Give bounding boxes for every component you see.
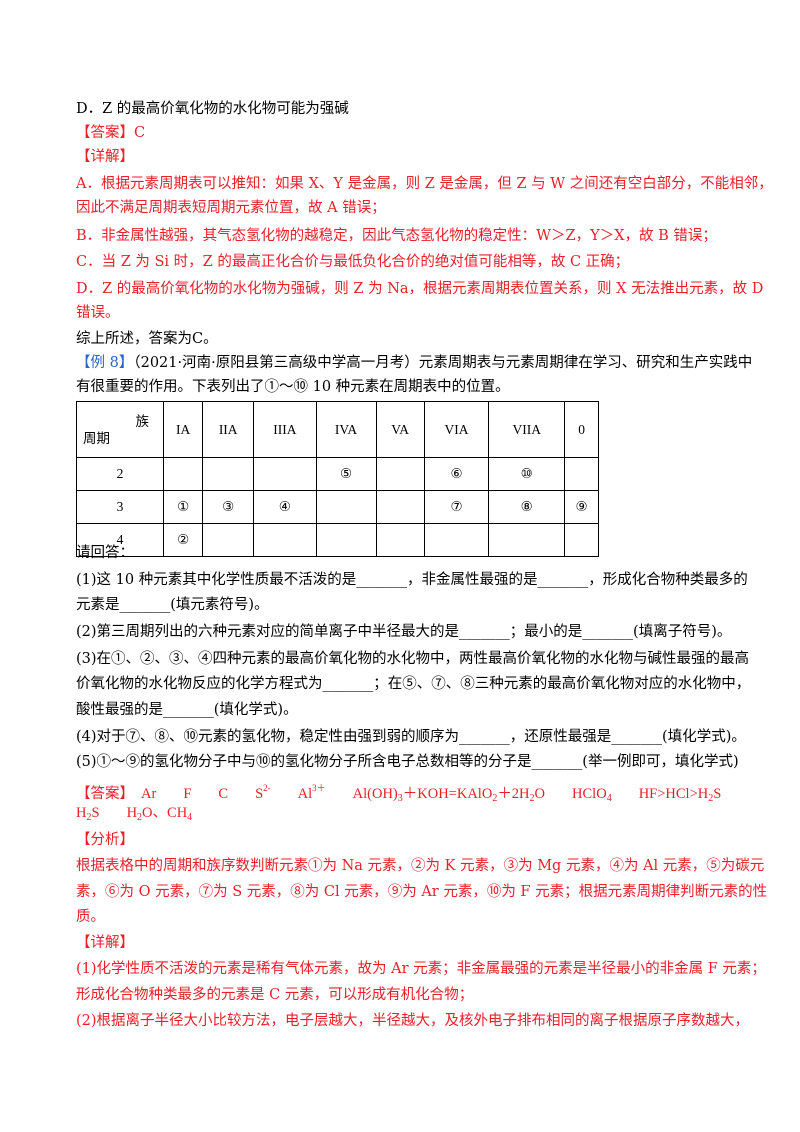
table-cell: ④ (253, 490, 317, 524)
question-1-line1: (1)这 10 种元素其中化学性质最不活泼的是_______，非金属性最强的是_… (76, 572, 748, 588)
table-cell: ③ (202, 490, 255, 524)
table-cell: ⑩ (488, 457, 566, 491)
group-header: 0 (564, 401, 599, 458)
answer-label: 【答案】 (76, 786, 134, 802)
question-3-line3: 酸性最强的是_______(填化学式)。 (76, 702, 298, 718)
explanation-b: B．非金属性越强，其气态氢化物的越稳定，因此气态氢化物的稳定性：W＞Z，Y＞X，… (76, 228, 717, 244)
table-cell: ⑥ (423, 457, 490, 491)
table-header-row: 族 周期 IA IIA IIIA IVA VA VIA VIIA 0 (76, 401, 599, 458)
group-header: VA (375, 401, 425, 458)
group-header: VIIA (488, 401, 566, 458)
answer-value: Ar (141, 786, 157, 802)
group-header: IIA (202, 401, 255, 458)
answer-value: HF>HCl>H2S (638, 786, 722, 804)
question-1-line2: 元素是_______(填元素符号)。 (76, 597, 269, 613)
analysis-label: 【分析】 (76, 832, 134, 848)
question-5: (5)①～⑨的氢化物分子中与⑩的氢化物分子所含电子总数相等的分子是_______… (76, 754, 739, 770)
table-cell (253, 523, 317, 557)
detail-1-line2: 形成化合物种类最多的元素是 C 元素，可以形成有机化合物； (76, 987, 474, 1003)
table-row: 4 ② (76, 523, 599, 557)
group-header: IIIA (253, 401, 317, 458)
answer-row-2: H2S H2O、CH4 (76, 803, 192, 828)
table-row: 3 ① ③ ④ ⑦ ⑧ ⑨ (76, 490, 599, 524)
table-cell (162, 457, 204, 491)
answer-value: Al3＋ (297, 783, 326, 802)
table-cell (375, 523, 425, 557)
table-cell (202, 523, 255, 557)
table-row: 2 ⑤ ⑥ ⑩ (76, 457, 599, 491)
answer-label: 【答案】C (76, 125, 146, 141)
question-3-line1: (3)在①、②、③、④四种元素的最高价氧化物的水化物中，两性最高价氧化物的水化物… (76, 651, 750, 667)
please-answer: 请回答： (76, 545, 134, 561)
explanation-d-line1: D．Z 的最高价氧化物的水化物为强碱，则 Z 为 Na，根据元素周期表位置关系，… (76, 281, 764, 297)
table-cell (375, 457, 425, 491)
explanation-a-line2: 因此不满足周期表短周期元素位置，故 A 错误； (76, 200, 386, 216)
group-header: IA (162, 401, 204, 458)
table-cell: ⑧ (488, 490, 566, 524)
group-header: IVA (315, 401, 377, 458)
explanation-c: C．当 Z 为 Si 时，Z 的最高正化合价与最低负化合价的绝对值可能相等，故 … (76, 254, 630, 270)
answer-value: C (218, 786, 229, 802)
table-cell (564, 457, 599, 491)
detail-2-line1: (2)根据离子半径大小比较方法，电子层越大，半径越大，及核外电子排布相同的离子根… (76, 1013, 750, 1029)
table-cell (315, 490, 377, 524)
group-header: VIA (423, 401, 490, 458)
option-d: D．Z 的最高价氧化物的水化物可能为强碱 (76, 101, 349, 117)
detail-1-line1: (1)化学性质不活泼的元素是稀有气体元素，故为 Ar 元素；非金属最强的元素是半… (76, 961, 766, 977)
table-cell: ⑤ (315, 457, 377, 491)
question-2: (2)第三周期列出的六种元素对应的简单离子中半径最大的是_______；最小的是… (76, 624, 732, 640)
answer-value: F (183, 786, 192, 802)
periodic-table: 族 周期 IA IIA IIIA IVA VA VIA VIIA 0 2 ⑤ ⑥… (76, 401, 599, 557)
detail-label: 【详解】 (76, 149, 134, 165)
example-8-intro: 【例 8】（2021·河南·原阳县第三高级中学高一月考）元素周期表与元素周期律在… (76, 353, 752, 373)
analysis-line3: 质。 (76, 909, 105, 925)
explanation-d-line2: 错误。 (76, 305, 120, 321)
table-cell (423, 523, 490, 557)
example-8-tag: 【例 8】 (76, 355, 134, 371)
table-cell (253, 457, 317, 491)
answer-value: HClO4 (572, 786, 612, 804)
summary: 综上所述，答案为C。 (76, 331, 218, 347)
table-corner-cell: 族 周期 (76, 401, 164, 458)
period-cell: 4 (76, 523, 164, 557)
answer-row-1: 【答案】 Ar F C S2- Al3＋ Al(OH)3＋KOH=KAlO2＋2H2O HCl… (76, 778, 721, 809)
explanation-a-line1: A．根据元素周期表可以推知：如果 X、Y 是金属，则 Z 是金属，但 Z 与 W… (76, 176, 773, 192)
corner-group-label: 族 (135, 414, 150, 429)
analysis-line1: 根据表格中的周期和族序数判断元素①为 Na 元素，②为 K 元素，③为 Mg 元… (76, 858, 765, 874)
question-3-line2: 价氧化物的水化物反应的化学方程式为_______；在⑤、⑦、⑧三种元素的最高价氧… (76, 676, 751, 692)
analysis-line2: 素，⑥为 O 元素，⑦为 S 元素，⑧为 Cl 元素，⑨为 Ar 元素，⑩为 F… (76, 884, 768, 900)
table-cell (564, 523, 599, 557)
answer-value: H2O、CH4 (126, 805, 193, 823)
example-8-line2: 有很重要的作用。下表列出了①～⑩ 10 种元素在周期表中的位置。 (76, 379, 510, 395)
question-4: (4)对于⑦、⑧、⑩元素的氢化物，稳定性由强到弱的顺序为_______，还原性最… (76, 729, 746, 745)
table-cell (315, 523, 377, 557)
answer-value: S2- (255, 783, 271, 802)
detail-label: 【详解】 (76, 935, 134, 951)
corner-period-label: 周期 (83, 431, 110, 446)
period-cell: 3 (76, 490, 164, 524)
example-8-source: （2021·河南·原阳县第三高级中学高一月考）元素周期表与元素周期律在学习、研究… (133, 355, 753, 371)
period-cell: 2 (76, 457, 164, 491)
table-cell (375, 490, 425, 524)
table-cell: ⑨ (564, 490, 599, 524)
table-cell (202, 457, 255, 491)
answer-value: H2S (76, 805, 100, 823)
answer-equation: Al(OH)3＋KOH=KAlO2＋2H2O (352, 786, 546, 804)
table-cell: ① (162, 490, 204, 524)
table-cell: ⑦ (423, 490, 490, 524)
table-cell: ② (162, 523, 204, 557)
table-cell (488, 523, 566, 557)
